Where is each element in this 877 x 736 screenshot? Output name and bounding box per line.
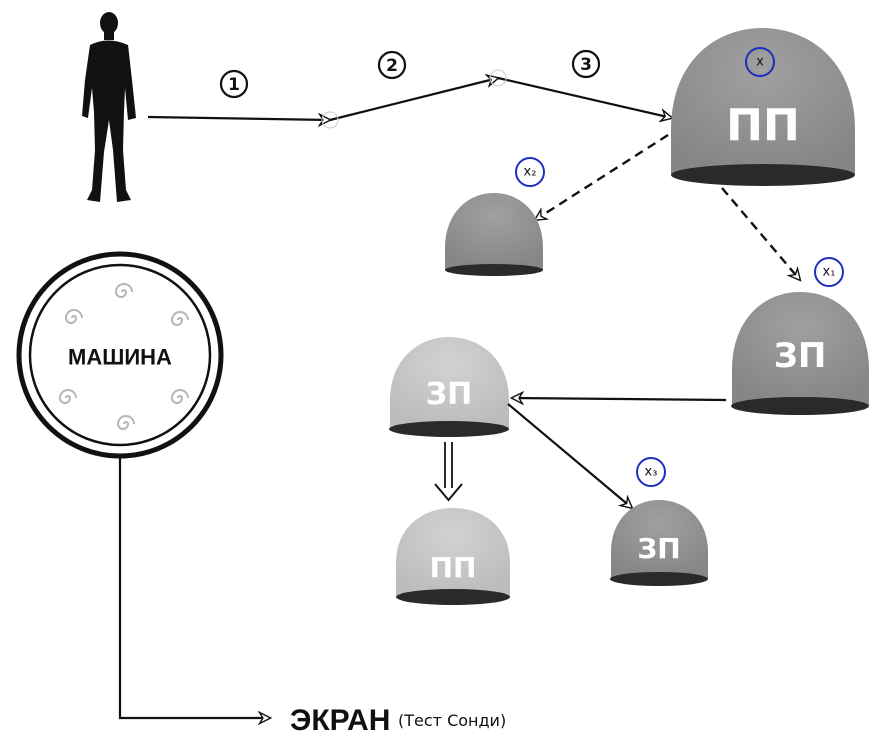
dome-zp-small: ЗП — [610, 500, 708, 586]
path-node — [321, 111, 339, 129]
dome-zp-light-label: ЗП — [426, 377, 472, 412]
machine-circle: МАШИНА — [16, 251, 224, 459]
arrow-zp-to-zp-small — [507, 403, 632, 508]
variable-x-text: x — [756, 55, 764, 70]
step-label-3: 3 — [571, 49, 601, 79]
dome-pp-light-label: ПП — [430, 551, 477, 584]
connector-machine-to-screen — [118, 458, 270, 718]
step-label-1-text: 1 — [228, 75, 240, 95]
dome-pp-main: ПП — [671, 28, 855, 186]
variable-x: x — [745, 47, 775, 77]
dome-zp-right-label: ЗП — [774, 336, 827, 376]
step-label-2-text: 2 — [386, 56, 398, 76]
dome-zp-small-label: ЗП — [637, 532, 680, 565]
arrow-zp-to-zp — [512, 398, 727, 400]
dome-zp-right: ЗП — [731, 292, 869, 415]
variable-x3: x₃ — [636, 457, 666, 487]
variable-x3-text: x₃ — [645, 465, 658, 480]
variable-x1-text: x₁ — [823, 265, 836, 280]
path-node — [489, 69, 507, 87]
dome-zp-light: ЗП — [389, 337, 509, 437]
path-person-to-pp — [147, 78, 672, 120]
dome-pp-main-label: ПП — [726, 100, 800, 151]
machine-label: МАШИНА — [68, 345, 172, 370]
step-label-3-text: 3 — [580, 55, 592, 75]
double-arrow-down — [434, 442, 463, 502]
step-label-1: 1 — [219, 69, 249, 99]
person-icon — [82, 12, 136, 202]
variable-x2: x₂ — [515, 157, 545, 187]
screen-sublabel: (Тест Сонди) — [398, 711, 506, 730]
spiral-icons — [58, 283, 189, 430]
step-label-2: 2 — [377, 50, 407, 80]
dome-small-unlabeled — [445, 193, 543, 276]
variable-x2-text: x₂ — [524, 165, 537, 180]
variable-x1: x₁ — [814, 257, 844, 287]
dome-pp-light: ПП — [396, 508, 510, 605]
screen-label: ЭКРАН — [290, 704, 390, 736]
dashed-arrows — [535, 133, 800, 280]
